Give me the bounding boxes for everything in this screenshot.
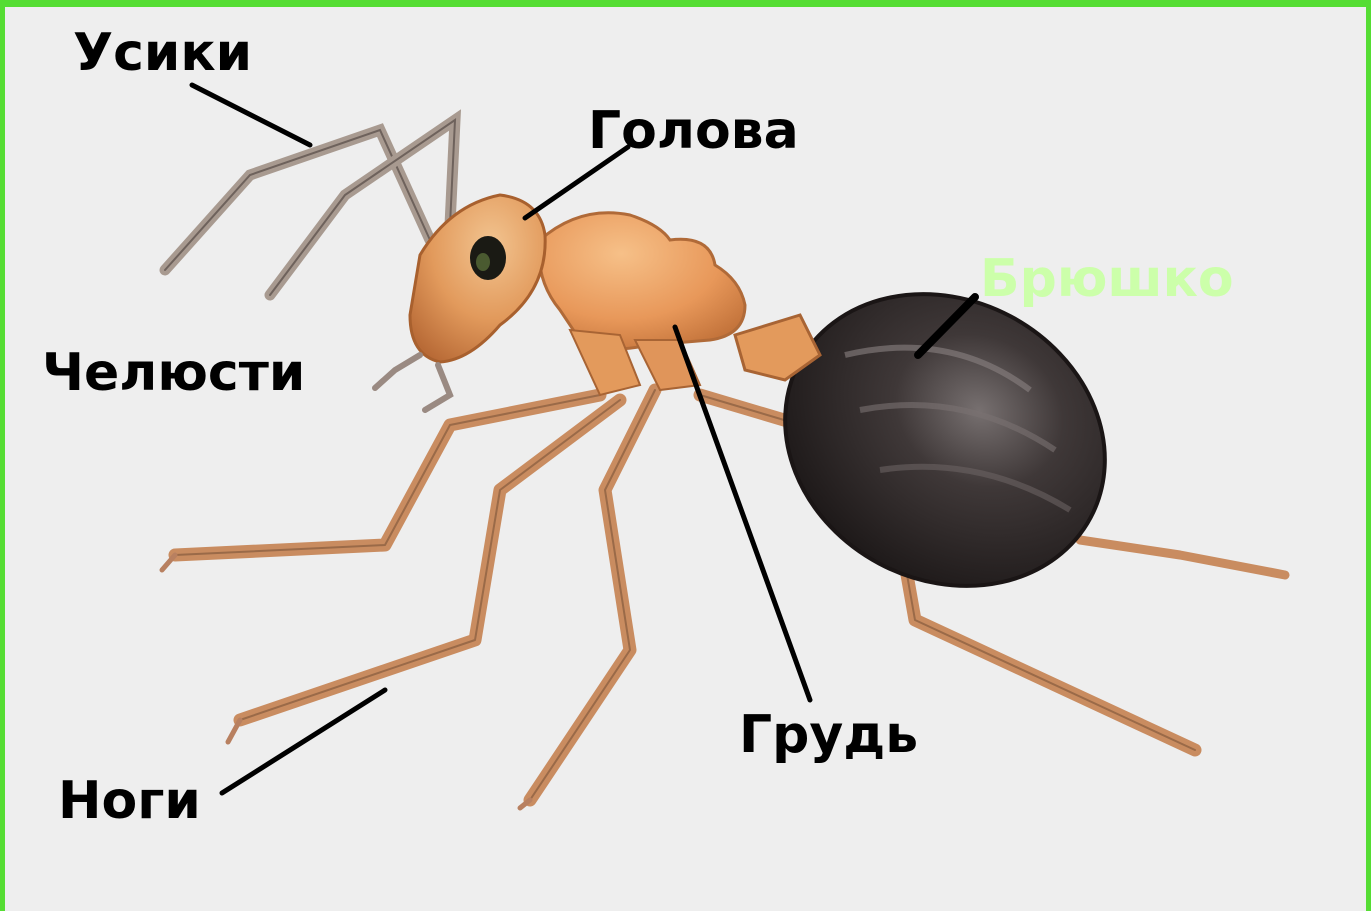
pointer-antennae bbox=[192, 85, 310, 145]
label-thorax: Грудь bbox=[739, 709, 918, 761]
pointer-legs bbox=[222, 690, 385, 793]
label-legs: Ноги bbox=[58, 775, 201, 827]
ant-legs bbox=[162, 390, 1285, 808]
label-jaws: Челюсти bbox=[42, 347, 305, 399]
ant-head bbox=[375, 195, 545, 410]
ant-thorax bbox=[539, 213, 745, 349]
label-abdomen: Брюшко bbox=[980, 253, 1234, 305]
label-head: Голова bbox=[588, 105, 799, 157]
label-antennae: Усики bbox=[73, 27, 252, 79]
